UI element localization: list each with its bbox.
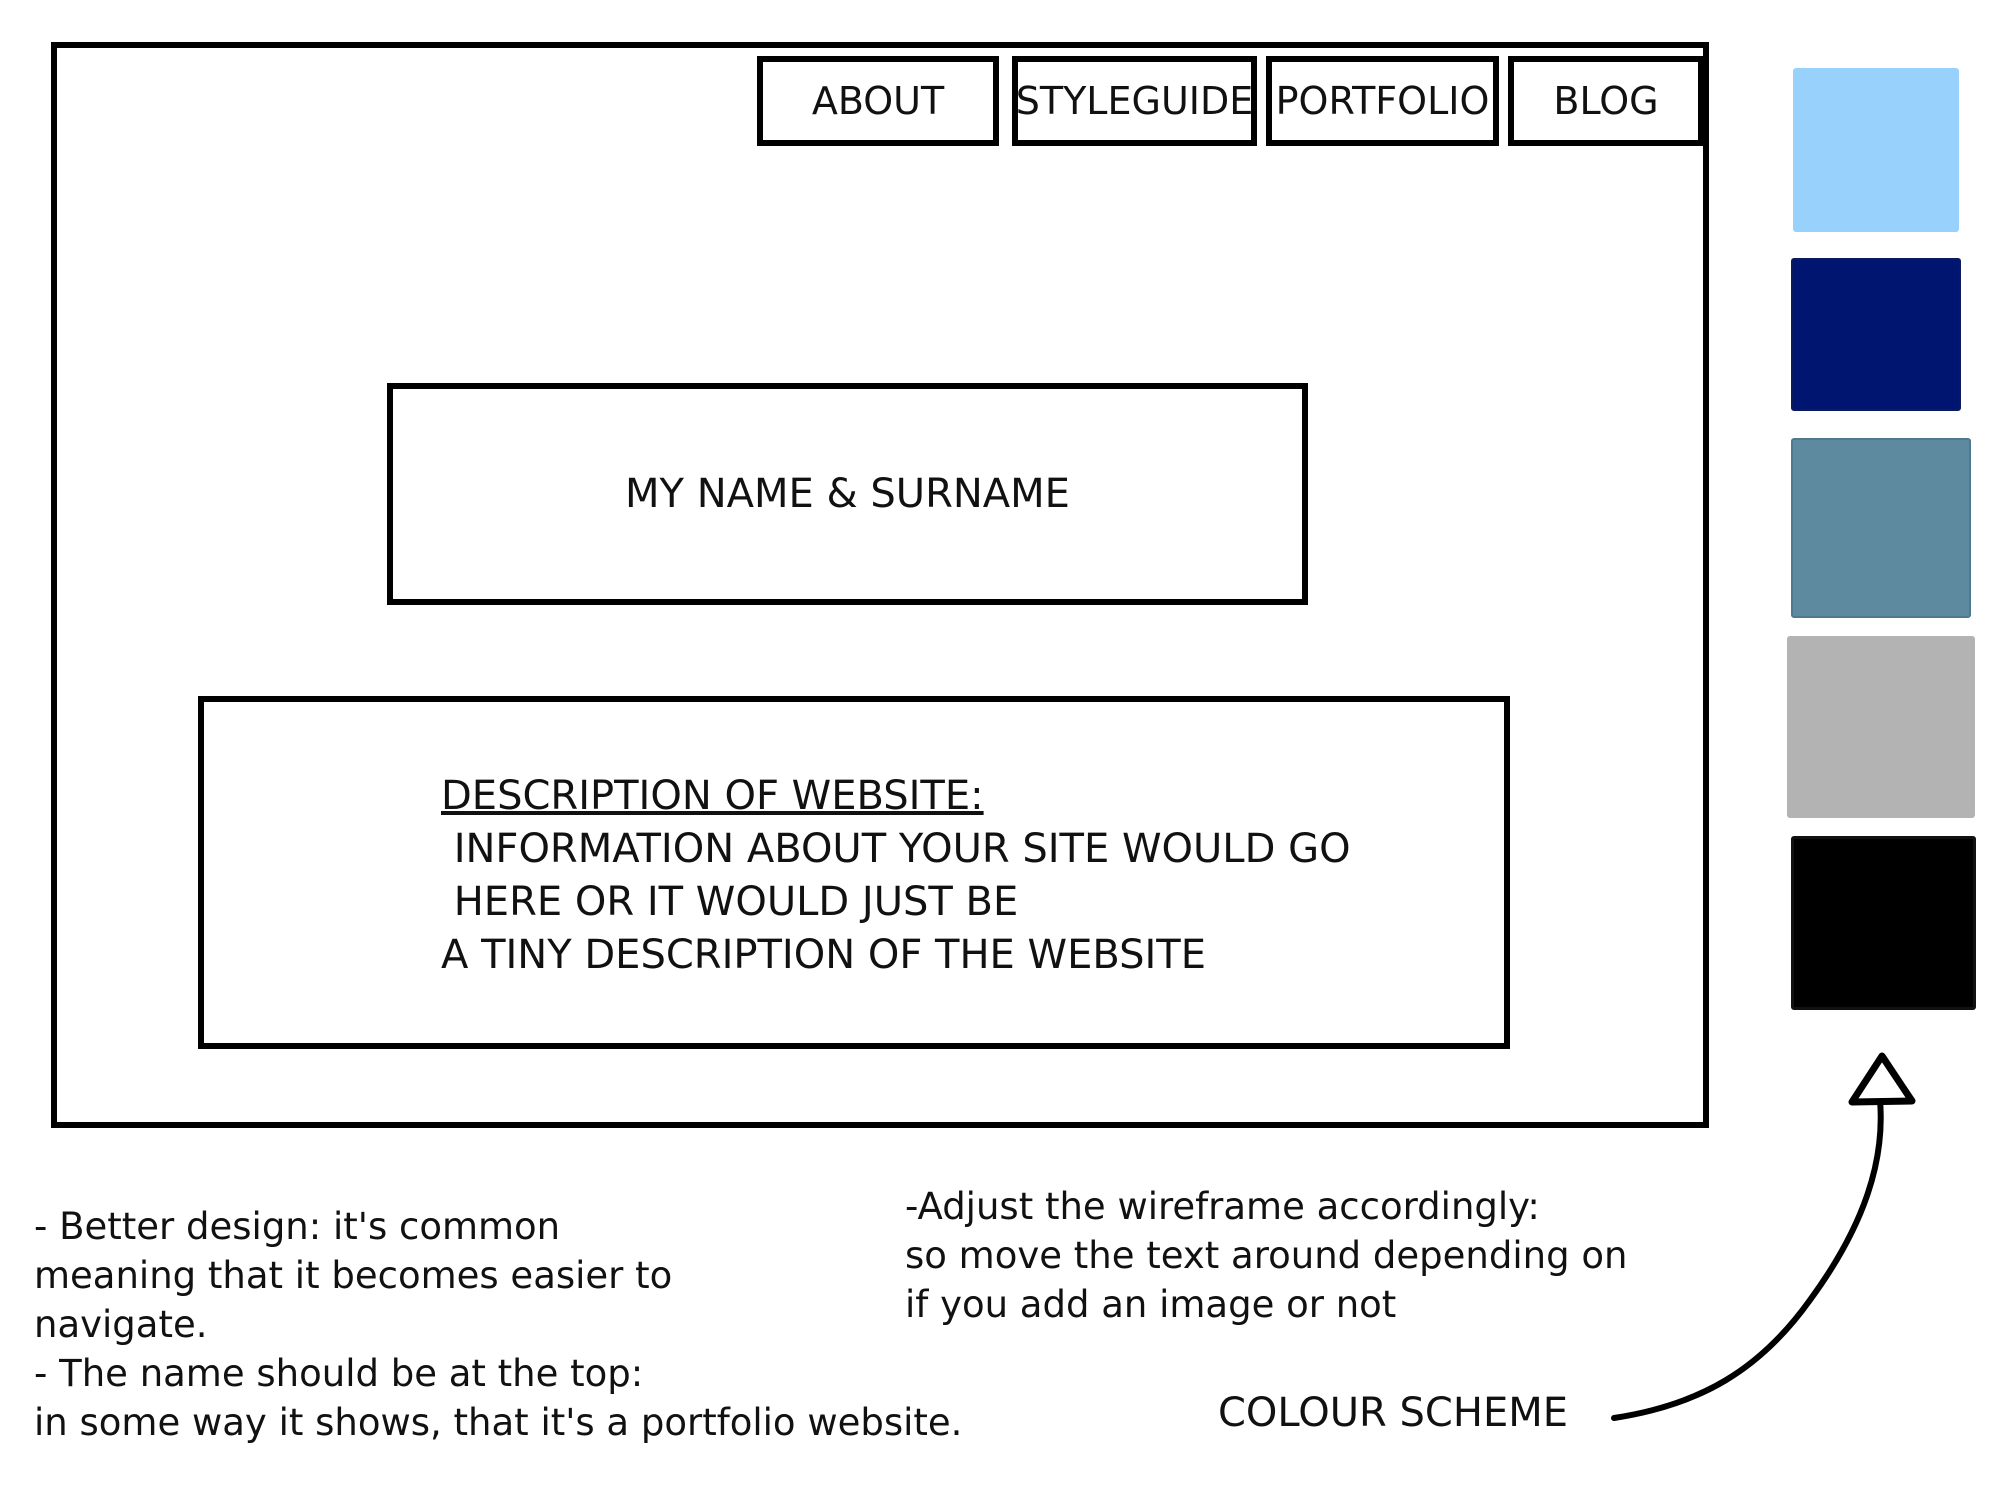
nav-blog-label: BLOG xyxy=(1553,79,1659,123)
note-line: navigate. xyxy=(34,1303,208,1346)
wireframe-frame xyxy=(51,42,1709,1128)
notes-left: - Better design: it's common meaning tha… xyxy=(34,1202,962,1447)
colour-swatch-navy xyxy=(1791,258,1961,411)
colour-scheme-caption: COLOUR SCHEME xyxy=(1218,1390,1568,1436)
description-line: HERE OR IT WOULD JUST BE xyxy=(441,879,1019,925)
nav-portfolio-button[interactable]: PORTFOLIO xyxy=(1266,56,1499,146)
description-box: DESCRIPTION OF WEBSITE: INFORMATION ABOU… xyxy=(198,696,1510,1049)
nav-portfolio-label: PORTFOLIO xyxy=(1275,79,1490,123)
nav-about-button[interactable]: ABOUT xyxy=(757,56,999,146)
nav-styleguide-label: STYLEGUIDE xyxy=(1015,79,1254,123)
notes-right: -Adjust the wireframe accordingly: so mo… xyxy=(905,1182,1627,1329)
name-box: MY NAME & SURNAME xyxy=(387,383,1308,605)
description-text: DESCRIPTION OF WEBSITE: INFORMATION ABOU… xyxy=(441,770,1351,982)
note-line: - The name should be at the top: xyxy=(34,1352,644,1395)
note-line: meaning that it becomes easier to xyxy=(34,1254,673,1297)
nav-styleguide-button[interactable]: STYLEGUIDE xyxy=(1012,56,1257,146)
colour-swatch-steel-blue xyxy=(1791,438,1971,618)
nav-blog-button[interactable]: BLOG xyxy=(1508,56,1704,146)
note-line: -Adjust the wireframe accordingly: xyxy=(905,1185,1540,1228)
note-line: if you add an image or not xyxy=(905,1283,1397,1326)
note-line: - Better design: it's common xyxy=(34,1205,561,1248)
description-line: A TINY DESCRIPTION OF THE WEBSITE xyxy=(441,932,1206,978)
note-line: in some way it shows, that it's a portfo… xyxy=(34,1401,963,1444)
note-line: so move the text around depending on xyxy=(905,1234,1628,1277)
description-line: INFORMATION ABOUT YOUR SITE WOULD GO xyxy=(441,826,1351,872)
name-text: MY NAME & SURNAME xyxy=(625,471,1070,517)
nav-about-label: ABOUT xyxy=(811,79,945,123)
description-heading: DESCRIPTION OF WEBSITE: xyxy=(441,773,984,819)
colour-swatch-grey xyxy=(1787,636,1975,818)
colour-swatch-black xyxy=(1791,836,1976,1010)
colour-swatch-light-blue xyxy=(1793,68,1959,232)
